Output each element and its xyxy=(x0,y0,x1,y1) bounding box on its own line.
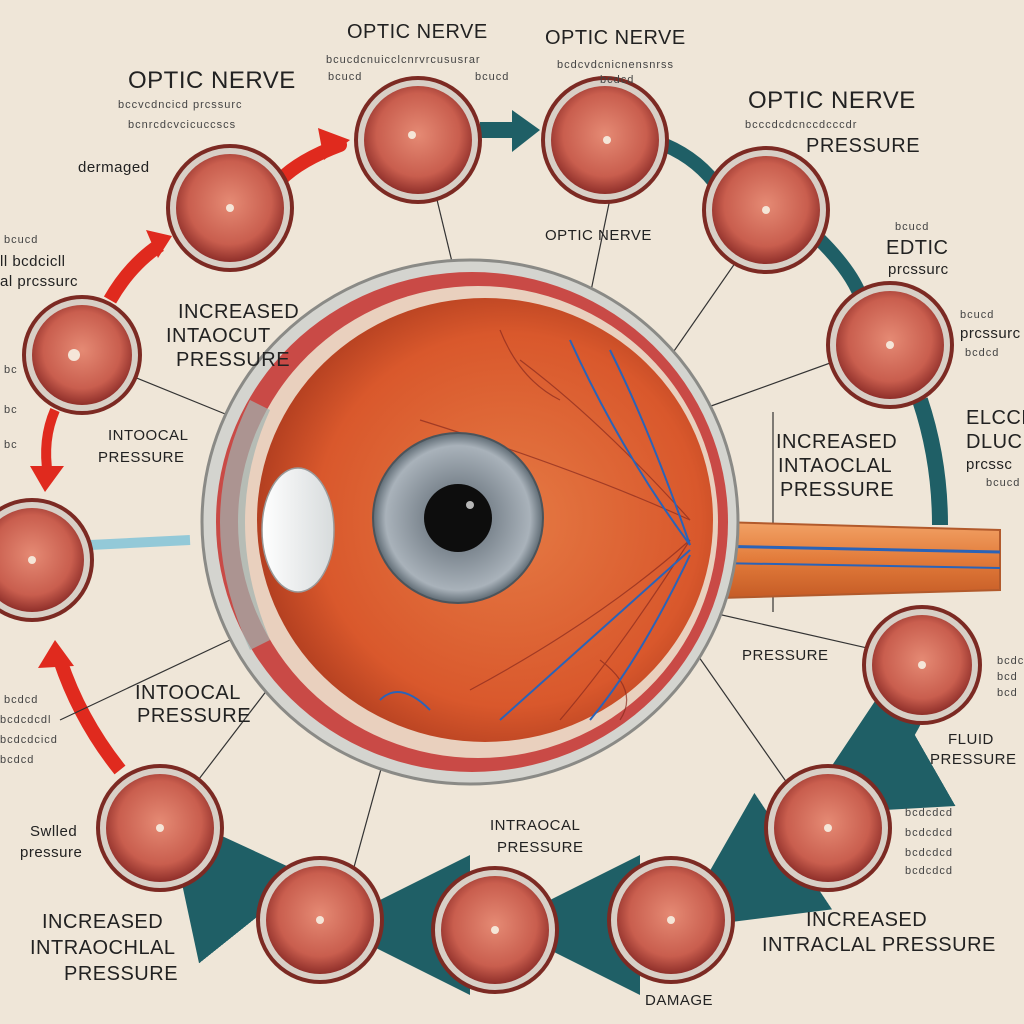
label-optic-nerve-top-center2: OPTIC NERVE xyxy=(545,27,686,49)
fundus-disc-icon xyxy=(354,76,482,204)
red-arrow-lower-left xyxy=(53,657,126,775)
teal-arrow-right-1 xyxy=(815,235,867,298)
red-arrow-upper-left-head xyxy=(146,230,172,258)
label-right-upper-3: prcssurc xyxy=(888,261,949,278)
label-damage: DAMAGE xyxy=(645,992,714,1009)
label-left-side-4b: bc xyxy=(4,404,18,416)
label-swelled-pressure-2: pressure xyxy=(20,844,83,861)
label-increased-left-3: PRESSURE xyxy=(176,349,291,371)
label-optic-nerve-top-center-sub2a: bcucd xyxy=(328,71,363,83)
label-right-mid-3: bcdcd xyxy=(965,347,1000,359)
label-intraocular-bottom-center-1: INTRAOCAL xyxy=(490,817,581,834)
label-optic-nerve-top-center-sub1: bcucdcnuicclcnrvrcususrar xyxy=(326,54,481,66)
fundus-disc-icon xyxy=(702,146,830,274)
red-arrow-mid-left xyxy=(41,408,60,476)
label-optic-nerve-top-center2-sub1: bcdcvdcnicnensnrss xyxy=(557,59,675,71)
label-right-bottom-a: bcdcdcd xyxy=(905,807,953,819)
fundus-disc-icon xyxy=(96,764,224,892)
label-right-lower-b: bcd xyxy=(997,671,1018,683)
label-optic-nerve-top-center: OPTIC NERVE xyxy=(347,21,488,43)
red-arrow-lower-left-head xyxy=(38,640,74,668)
label-optic-nerve-top-left-sub1: bccvcdncicd prcssurc xyxy=(118,99,243,111)
teal-arrow-right-2 xyxy=(912,397,948,526)
light-blue-arrow xyxy=(89,535,191,550)
label-optic-nerve-top-right: OPTIC NERVE xyxy=(748,87,916,114)
label-increased-right-3: PRESSURE xyxy=(780,479,895,501)
label-increased-bottom-left-1: INCREASED xyxy=(42,911,164,933)
label-fluid-pressure-1: FLUID xyxy=(948,731,994,748)
label-right-far-2: DLUCI xyxy=(966,431,1024,453)
fundus-disc-icon xyxy=(256,856,384,984)
label-increased-left-1: INCREASED xyxy=(178,301,300,323)
label-right-upper-2: EDTIC xyxy=(886,237,949,259)
label-left-side-2: ll bcdcicll xyxy=(0,253,66,270)
cornea xyxy=(220,400,270,650)
fundus-disc-icon xyxy=(0,498,94,622)
label-left-side-4c: bc xyxy=(4,439,18,451)
teal-arrow-bottom-right xyxy=(676,792,833,929)
pupil xyxy=(424,484,492,552)
label-intraocular-bottom-center-2: PRESSURE xyxy=(497,839,584,856)
label-right-bottom-d: bcdcdcd xyxy=(905,865,953,877)
label-pressure-right-center: PRESSURE xyxy=(742,647,829,664)
label-left-side-1: bcucd xyxy=(4,234,39,246)
label-intraocular-left: INTOOCAL xyxy=(108,427,189,444)
teal-arrow-right-3 xyxy=(799,684,956,815)
label-increased-left-2: INTAOCUT xyxy=(166,325,271,347)
label-damaged: dermaged xyxy=(78,159,150,176)
fundus-disc-icon xyxy=(826,281,954,409)
label-swelled-pressure-1: Swlled xyxy=(30,823,78,840)
red-arrow-upper-left xyxy=(103,239,164,304)
label-optic-nerve-top-right-sub1: bcccdcdcnccdcccdr xyxy=(745,119,858,131)
label-right-mid-1: bcucd xyxy=(960,309,995,321)
label-right-lower-c: bcd xyxy=(997,687,1018,699)
fundus-disc-icon xyxy=(607,856,735,984)
label-optic-nerve-top-center2-sub2: bcdcd xyxy=(600,74,635,86)
label-intraocular-center-left-1: INTOOCAL xyxy=(135,682,241,704)
fundus-disc-icon xyxy=(764,764,892,892)
label-left-side-4a: bc xyxy=(4,364,18,376)
teal-arrow-top-head xyxy=(512,110,540,152)
label-intraocular-center-left-2: PRESSURE xyxy=(137,705,252,727)
fundus-disc-icon xyxy=(22,295,142,415)
teal-arrow-bottom-left xyxy=(166,810,309,964)
lens xyxy=(261,467,335,593)
label-right-mid-2: prcssurc xyxy=(960,325,1021,342)
label-right-far-4: bcucd xyxy=(986,477,1021,489)
fundus-disc-icon xyxy=(166,144,294,272)
red-arrow-top-head xyxy=(318,128,350,160)
label-optic-nerve-top-right-sub2: PRESSURE xyxy=(806,135,921,157)
label-optic-nerve-middle: OPTIC NERVE xyxy=(545,227,652,244)
label-optic-nerve-top-left: OPTIC NERVE xyxy=(128,67,296,94)
label-right-far-1: ELCCdI xyxy=(966,407,1024,429)
label-right-bottom-b: bcdcdcd xyxy=(905,827,953,839)
label-right-far-3: prcssc xyxy=(966,456,1013,473)
label-increased-bottom-left-2: INTRAOCHLAL xyxy=(30,937,176,959)
label-left-side-3: al prcssurc xyxy=(0,273,79,290)
label-increased-bottom-right-1: INCREASED xyxy=(806,909,928,931)
label-right-bottom-c: bcdcdcd xyxy=(905,847,953,859)
label-optic-nerve-top-left-sub2: bcnrcdcvcicuccscs xyxy=(128,119,237,131)
label-left-lower-4: bcdcd xyxy=(0,754,35,766)
cycle-arrows xyxy=(30,110,956,995)
fundus-disc-icon xyxy=(541,76,669,204)
label-left-lower-3: bcdcdcicd xyxy=(0,734,58,746)
red-arrow-mid-left-head xyxy=(30,466,64,492)
label-increased-right-2: INTAOCLAL xyxy=(778,455,893,477)
label-increased-bottom-right-2: INTRACLAL PRESSURE xyxy=(762,934,996,956)
label-right-lower-a: bcdcd xyxy=(997,655,1024,667)
label-fluid-pressure-2: PRESSURE xyxy=(930,751,1017,768)
label-intraocular-left-2: PRESSURE xyxy=(98,449,185,466)
label-left-lower-1: bcdcd xyxy=(4,694,39,706)
label-increased-right-1: INCREASED xyxy=(776,431,898,453)
label-increased-bottom-left-3: PRESSURE xyxy=(64,963,179,985)
label-optic-nerve-top-center-sub2b: bcucd xyxy=(475,71,510,83)
fundus-disc-icon xyxy=(862,605,982,725)
label-right-upper-1: bcucd xyxy=(895,221,930,233)
label-left-lower-2: bcdcdcdl xyxy=(0,714,52,726)
retina-discs xyxy=(0,76,982,994)
eyeball-cross-section-icon xyxy=(200,258,1001,786)
fundus-disc-icon xyxy=(431,866,559,994)
